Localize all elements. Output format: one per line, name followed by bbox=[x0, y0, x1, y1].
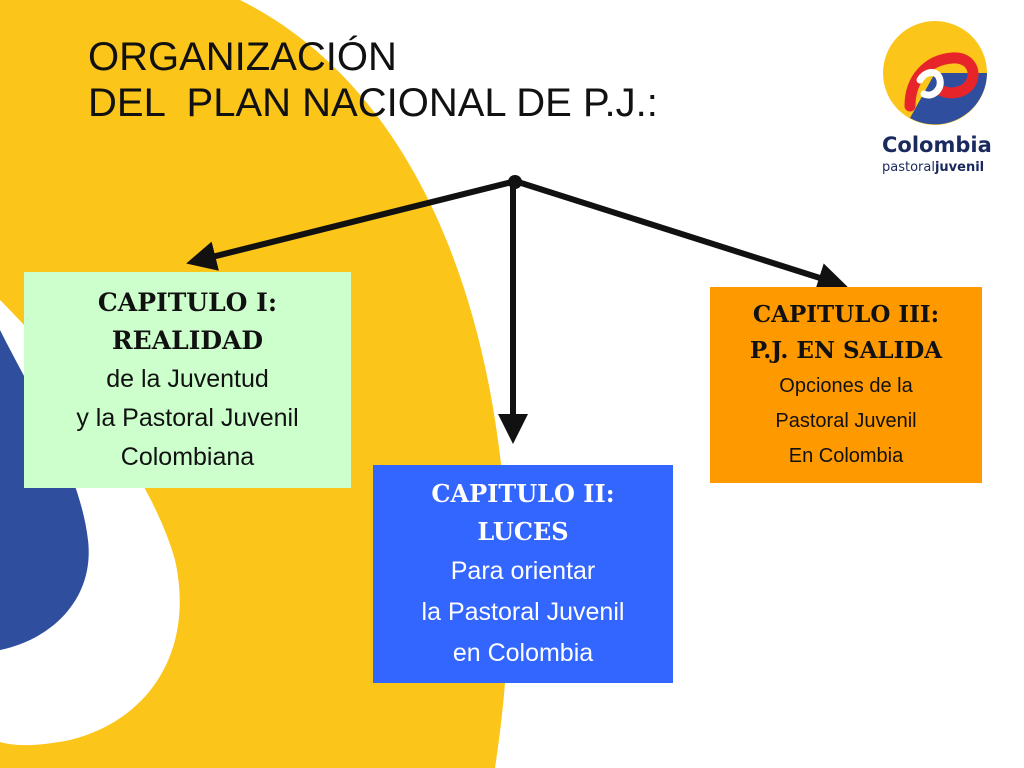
chapter-1-line-2: y la Pastoral Juvenil bbox=[76, 403, 299, 432]
title-line-1: ORGANIZACIÓN bbox=[88, 35, 397, 79]
page-title: ORGANIZACIÓN DEL PLAN NACIONAL DE P.J.: bbox=[88, 34, 658, 126]
chapter-1-line-3: Colombiana bbox=[120, 442, 255, 471]
chapter-2-line-1: Para orientar bbox=[450, 556, 596, 585]
chapter-2-line-3: en Colombia bbox=[452, 638, 594, 667]
arrow-to-chapter-1 bbox=[186, 179, 513, 271]
chapter-3-line-3: En Colombia bbox=[788, 444, 904, 467]
chapter-3-line-1: Opciones de la bbox=[779, 374, 913, 397]
chapter-2-heading-1: CAPITULO II: bbox=[431, 478, 615, 508]
chapter-3-heading-1: CAPITULO III: bbox=[752, 300, 940, 328]
chapter-1-box: CAPITULO I: REALIDAD de la Juventud y la… bbox=[24, 272, 351, 488]
logo-sub-light: pastoral bbox=[882, 160, 935, 175]
chapter-3-box: CAPITULO III: P.J. EN SALIDA Opciones de… bbox=[710, 287, 982, 483]
blue-drop-shape bbox=[0, 330, 89, 650]
chapter-2-heading-2: LUCES bbox=[477, 516, 569, 546]
colombia-pastoral-juvenil-logo: Colombia pastoraljuvenil bbox=[872, 18, 1002, 178]
chapter-1-heading-2: REALIDAD bbox=[111, 325, 264, 355]
logo-subtitle: pastoraljuvenil bbox=[882, 160, 984, 175]
chapter-1-line-1: de la Juventud bbox=[106, 364, 269, 393]
title-line-2: DEL PLAN NACIONAL DE P.J.: bbox=[88, 81, 658, 125]
chapter-1-heading-1: CAPITULO I: bbox=[97, 287, 278, 317]
arrow-to-chapter-3 bbox=[517, 179, 848, 293]
chapter-3-line-2: Pastoral Juvenil bbox=[775, 409, 917, 432]
logo-sub-bold: juvenil bbox=[934, 160, 985, 175]
chapter-3-heading-2: P.J. EN SALIDA bbox=[749, 336, 943, 364]
pj-swirl-logo-icon bbox=[883, 21, 987, 125]
logo-brand-text: Colombia bbox=[882, 133, 992, 157]
chapter-2-box: CAPITULO II: LUCES Para orientar la Past… bbox=[373, 465, 673, 683]
chapter-2-line-2: la Pastoral Juvenil bbox=[421, 597, 625, 626]
